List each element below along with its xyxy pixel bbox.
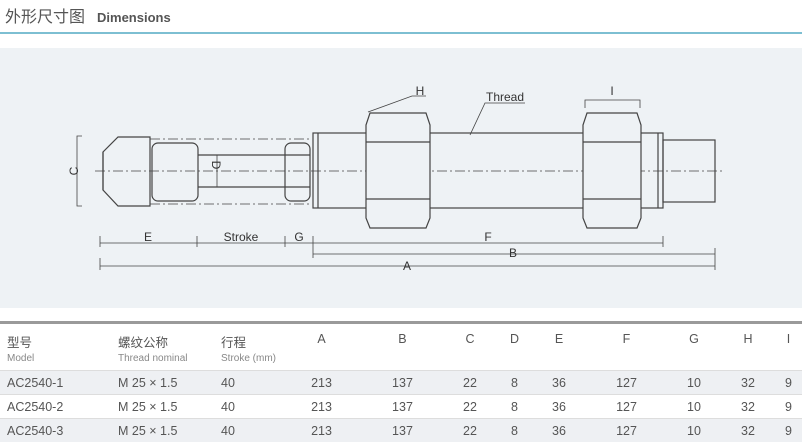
col-model: 型号 Model	[0, 323, 111, 371]
header-zh: 螺纹公称	[118, 336, 169, 350]
table-header-row: 型号 Model 螺纹公称 Thread nominal 行程 Stroke (mm)…	[0, 323, 802, 371]
table-cell: M 25 × 1.5	[111, 370, 214, 395]
table-cell: 127	[586, 394, 667, 419]
dim-label-a: A	[403, 259, 411, 273]
header-en: Stroke (mm)	[221, 353, 276, 364]
col-i: I	[786, 332, 791, 346]
col-h: H	[743, 332, 753, 346]
section-title: 外形尺寸图 Dimensions	[5, 3, 171, 27]
dim-label-d: D	[209, 161, 223, 170]
table-cell: 10	[666, 394, 721, 419]
title-divider	[0, 32, 802, 34]
col-d: D	[509, 332, 519, 346]
col-e: E	[554, 332, 564, 346]
table-cell: 10	[666, 418, 721, 442]
table-cell: 40	[214, 418, 281, 442]
header-en: Model	[7, 353, 35, 364]
table-cell: 22	[442, 394, 497, 419]
dim-label-i: I	[610, 84, 613, 98]
dimensions-table: 型号 Model 螺纹公称 Thread nominal 行程 Stroke (mm)…	[0, 321, 802, 442]
title-en: Dimensions	[97, 10, 171, 25]
table-cell: AC2540-2	[0, 394, 111, 419]
table-cell: M 25 × 1.5	[111, 394, 214, 419]
table-cell: 137	[361, 418, 443, 442]
col-thread: 螺纹公称 Thread nominal	[111, 323, 214, 371]
header-zh: 型号	[7, 336, 33, 350]
dim-label-e: E	[144, 230, 152, 244]
dim-label-g: G	[294, 230, 303, 244]
dimension-drawing-panel: E Stroke G F B A H Thread I C D	[0, 48, 802, 308]
table-cell: 213	[281, 418, 362, 442]
table-cell: 10	[666, 370, 721, 395]
table-cell: 22	[442, 370, 497, 395]
table-cell: 9	[774, 370, 802, 395]
dim-label-c: C	[67, 166, 81, 175]
table-cell: M 25 × 1.5	[111, 418, 214, 442]
table-cell: 36	[532, 394, 586, 419]
table-cell: 8	[496, 394, 533, 419]
table-cell: 8	[496, 370, 533, 395]
table-cell: 8	[496, 418, 533, 442]
dim-label-b: B	[509, 246, 517, 260]
col-c: C	[465, 332, 475, 346]
table-cell: 9	[774, 418, 802, 442]
shock-absorber-drawing: E Stroke G F B A H Thread I C D	[67, 84, 722, 273]
table-cell: 137	[361, 370, 443, 395]
col-g: G	[689, 332, 699, 346]
header-zh: 行程	[221, 336, 247, 350]
table-cell: 36	[532, 418, 586, 442]
table-cell: 137	[361, 394, 443, 419]
table-cell: 213	[281, 394, 362, 419]
col-f: F	[622, 332, 631, 346]
table-cell: AC2540-1	[0, 370, 111, 395]
table-cell: 32	[720, 394, 775, 419]
dim-label-stroke: Stroke	[224, 230, 259, 244]
dim-label-h: H	[416, 84, 425, 98]
table-cell: 32	[720, 370, 775, 395]
table-cell: 127	[586, 370, 667, 395]
col-a: A	[317, 332, 326, 346]
col-stroke: 行程 Stroke (mm)	[214, 323, 281, 371]
dim-label-f: F	[484, 230, 491, 244]
dim-label-thread: Thread	[486, 90, 524, 104]
header-en: Thread nominal	[118, 353, 188, 364]
table-cell: 36	[532, 370, 586, 395]
col-b: B	[398, 332, 407, 346]
title-zh: 外形尺寸图	[5, 9, 86, 26]
table-cell: 32	[720, 418, 775, 442]
table-cell: 127	[586, 418, 667, 442]
table-cell: 213	[281, 370, 362, 395]
table-cell: 22	[442, 418, 497, 442]
table-cell: 40	[214, 394, 281, 419]
table-cell: 40	[214, 370, 281, 395]
table-cell: AC2540-3	[0, 418, 111, 442]
table-cell: 9	[774, 394, 802, 419]
